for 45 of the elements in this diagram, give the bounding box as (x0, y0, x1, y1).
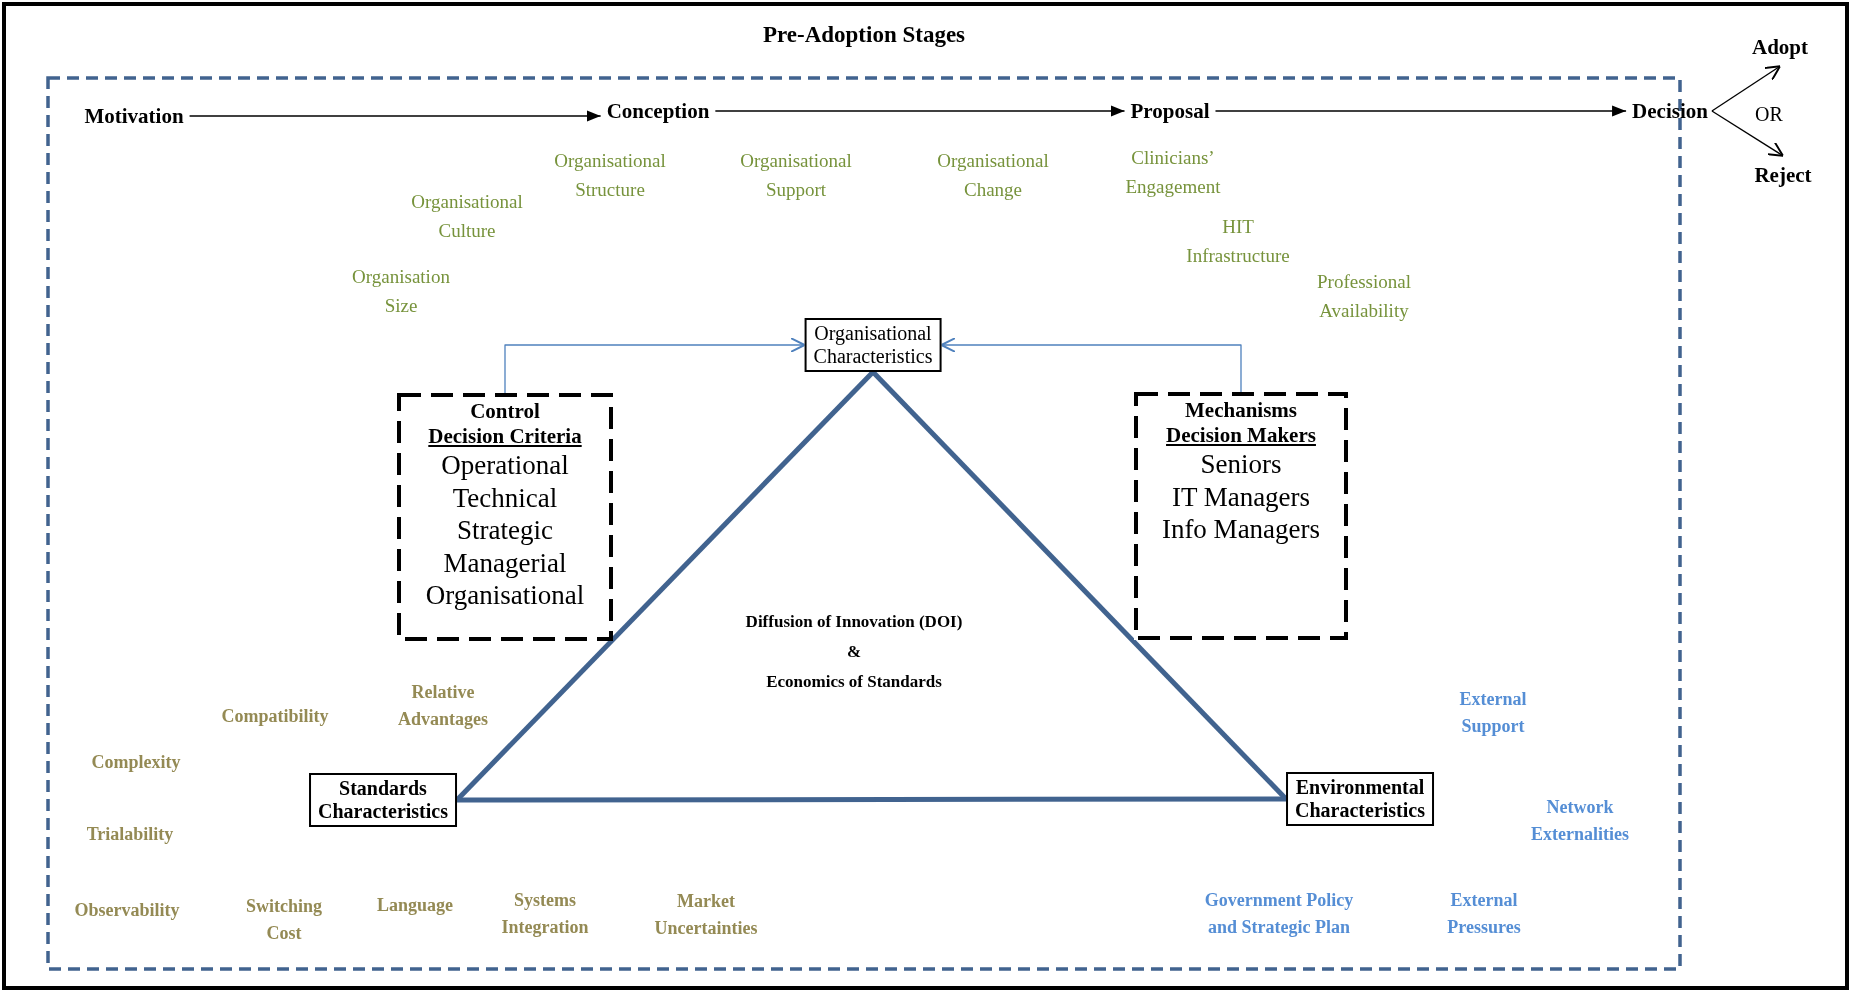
factor-label: Observability (74, 898, 180, 922)
stage-label: Proposal (1130, 95, 1210, 127)
dashed-box: Mechanisms Decision Makers Seniors IT Managers Info Managers (1134, 392, 1348, 640)
factor-label: Compatibility (221, 704, 329, 728)
stage-label: Conception (606, 95, 710, 127)
factor-label: Government Policy and Strategic Plan (1203, 889, 1355, 939)
factor-label: Switching Cost (246, 895, 322, 945)
factor-label: Organisation Size (352, 264, 450, 317)
factor-label: Organisational Support (740, 148, 852, 202)
characteristics-box: Environmental Characteristics (1286, 772, 1434, 826)
factor-label: Language (377, 893, 453, 917)
or-label: OR (1755, 101, 1783, 127)
characteristics-box: Standards Characteristics (309, 773, 457, 827)
arrow (714, 105, 1126, 117)
dashed-box: Control Decision Criteria Operational Technical Strategic Managerial Organisational (397, 393, 613, 641)
factor-label: Network Externalities (1531, 796, 1629, 846)
characteristics-box: Organisational Characteristics (804, 318, 942, 372)
factor-label: External Support (1459, 688, 1527, 738)
factor-label: Organisational Structure (554, 148, 666, 201)
factor-label: Professional Availability (1317, 269, 1411, 323)
model-caption: Economics of Standards (766, 670, 942, 693)
factor-label: Market Uncertainties (654, 890, 758, 940)
factor-label: Complexity (91, 750, 181, 774)
model-caption: Diffusion of Innovation (DOI) (745, 610, 963, 633)
factor-label: Systems Integration (501, 889, 589, 939)
title: Pre-Adoption Stages (762, 21, 966, 50)
stage-label: Decision (1632, 95, 1708, 127)
triangle-side (456, 796, 1287, 803)
stage-label: Adopt (1752, 31, 1808, 63)
arrow (1711, 65, 1781, 112)
factor-label: External Pressures (1447, 889, 1521, 939)
arrow (940, 337, 1242, 393)
arrow (1711, 110, 1784, 157)
arrow (188, 110, 602, 122)
stage-label: Motivation (84, 100, 184, 132)
factor-label: Trialability (86, 822, 174, 846)
model-caption: & (846, 640, 862, 663)
arrow (1214, 105, 1627, 117)
factor-label: Organisational Culture (411, 189, 523, 242)
factor-label: Organisational Change (937, 148, 1049, 202)
factor-label: Clinicians’ Engagement (1125, 145, 1221, 199)
factor-label: Relative Advantages (398, 681, 488, 731)
stage-label: Reject (1754, 159, 1812, 191)
factor-label: HIT Infrastructure (1186, 214, 1290, 267)
arrow (504, 337, 806, 394)
